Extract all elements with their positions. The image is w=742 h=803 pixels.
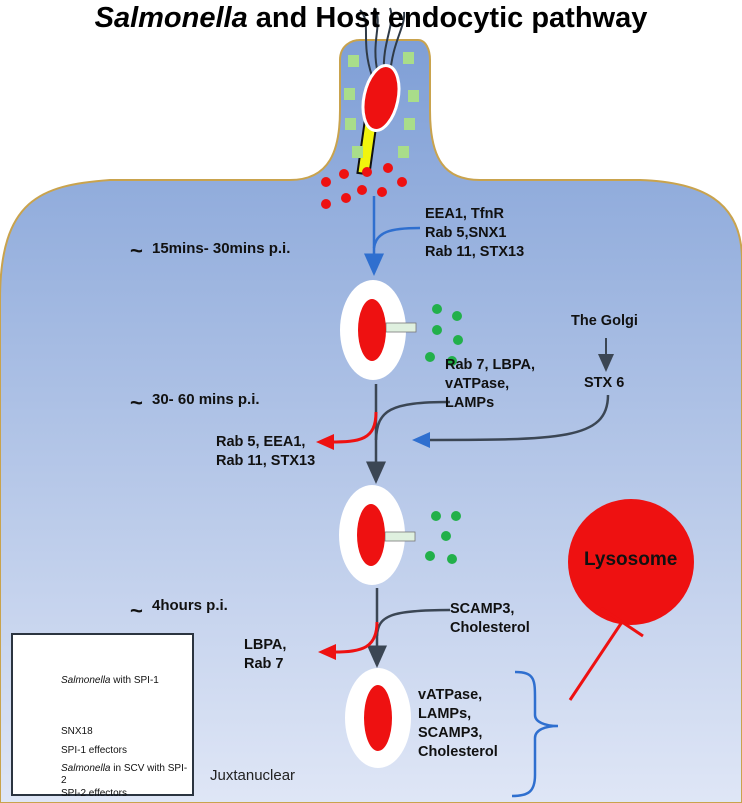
legend-snx18: SNX18: [61, 726, 93, 737]
entry-markers: EEA1, TfnR Rab 5,SNX1 Rab 11, STX13: [425, 206, 525, 260]
legend-salmonella-scv: Salmonella in SCV with SPI-2: [61, 763, 188, 786]
arrow-late-markers: [374, 400, 451, 441]
time-15-30: 15mins- 30mins p.i.: [152, 240, 291, 257]
lysosome-label: Lysosome: [584, 549, 678, 570]
spi1-effectors: [321, 163, 407, 209]
arrow-early-markers: [372, 226, 421, 249]
diagram-title: Salmonella and Host endocytic pathway: [94, 2, 648, 34]
tilde-2: ~: [130, 390, 143, 415]
invading-salmonella: [344, 7, 419, 176]
spi2-effectors-2: [425, 511, 461, 564]
tilde-3: ~: [130, 598, 143, 623]
time-30-60: 30- 60 mins p.i.: [152, 391, 260, 408]
stx6-label: STX 6: [584, 375, 625, 391]
scamp-markers: SCAMP3, Cholesterol: [450, 601, 530, 636]
legend-spi1-effectors: SPI-1 effectors: [61, 745, 127, 756]
late-markers: Rab 7, LBPA, vATPase, LAMPs: [445, 357, 535, 411]
tilde-1: ~: [130, 238, 143, 263]
removed-markers-1: Rab 5, EEA1, Rab 11, STX13: [216, 434, 316, 469]
legend: Salmonella with SPI-1 SNX18 SPI-1 effect…: [11, 633, 194, 799]
lysosome: [568, 499, 694, 625]
arrow-stx6: [419, 394, 610, 442]
lysosome-block: [568, 621, 624, 701]
legend-spi2-effectors: SPI-2 effectors: [61, 788, 127, 799]
host-cell: [0, 39, 742, 803]
scv-early: [340, 280, 417, 380]
scv-juxtanuclear: [345, 668, 411, 768]
juxtanuclear-label: Juxtanuclear: [210, 767, 296, 784]
scv-late: [339, 485, 416, 585]
marker-brace: [511, 670, 559, 798]
spi2-effectors-1: [425, 304, 463, 366]
removed-markers-2: LBPA, Rab 7: [244, 637, 287, 672]
legend-salmonella-spi1: Salmonella with SPI-1: [61, 675, 159, 686]
arrow-removed-1: [329, 411, 378, 444]
arrow-removed-2: [333, 621, 379, 654]
time-4h: 4hours p.i.: [152, 597, 228, 614]
final-markers: vATPase, LAMPs, SCAMP3, Cholesterol: [418, 687, 498, 760]
golgi-label: The Golgi: [571, 313, 638, 329]
